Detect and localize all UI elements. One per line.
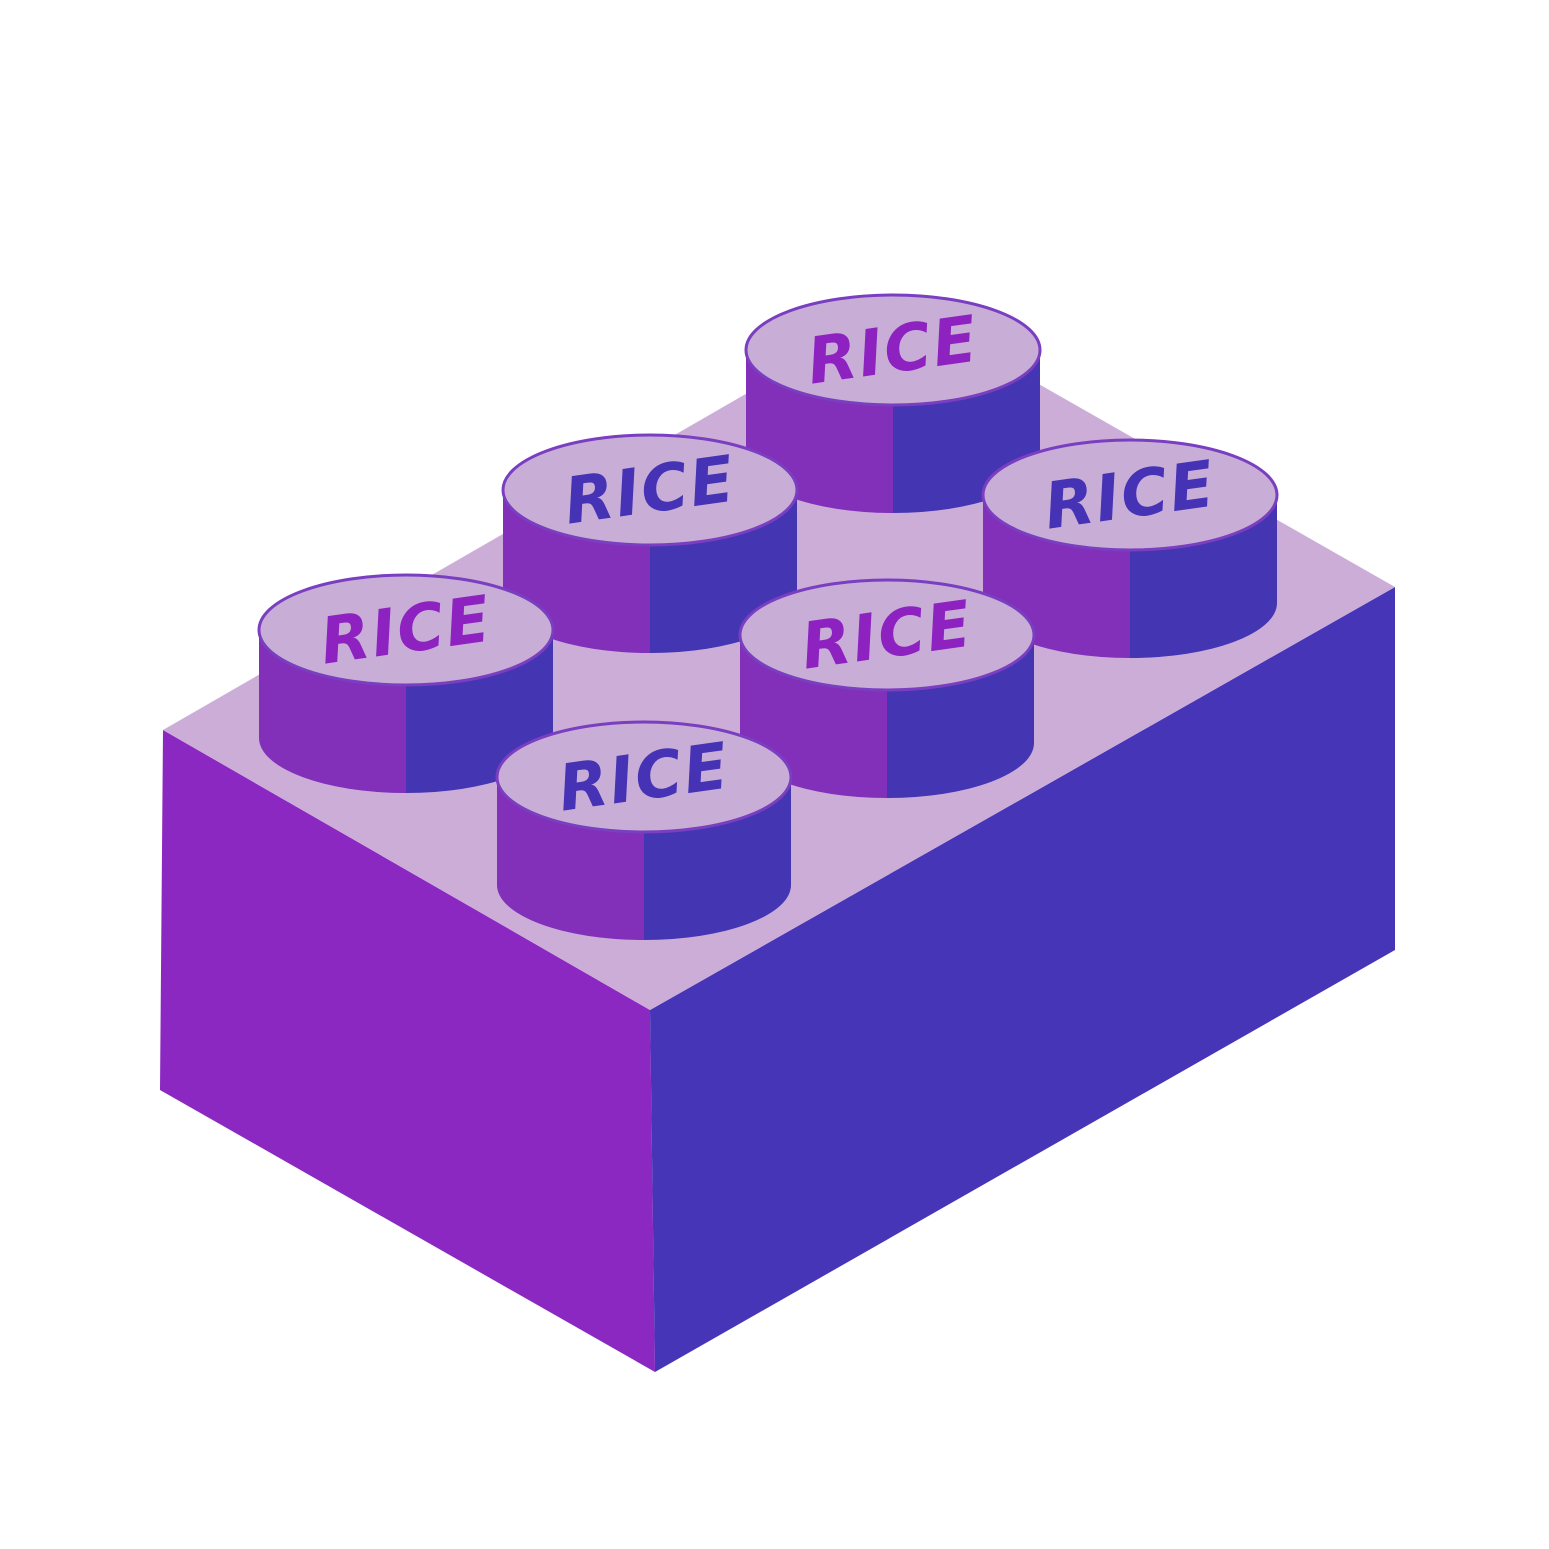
stud-top <box>738 578 1036 692</box>
stud-side-left <box>497 777 644 940</box>
stud-top <box>495 720 793 834</box>
stud-top <box>744 293 1042 407</box>
stud-side-left <box>259 630 406 793</box>
stud-side-right <box>644 777 791 940</box>
stud-top <box>501 433 799 547</box>
stud-side-right <box>1130 495 1277 658</box>
stud-front: RICE <box>495 720 793 940</box>
stud-top <box>981 438 1279 552</box>
stud-top <box>257 573 555 687</box>
stud-center: RICE <box>738 578 1036 798</box>
stud-front-left: RICE <box>257 573 555 793</box>
stud-side-right <box>887 635 1034 798</box>
brick-right-face <box>650 587 1395 1372</box>
brick-left-face <box>160 730 655 1372</box>
